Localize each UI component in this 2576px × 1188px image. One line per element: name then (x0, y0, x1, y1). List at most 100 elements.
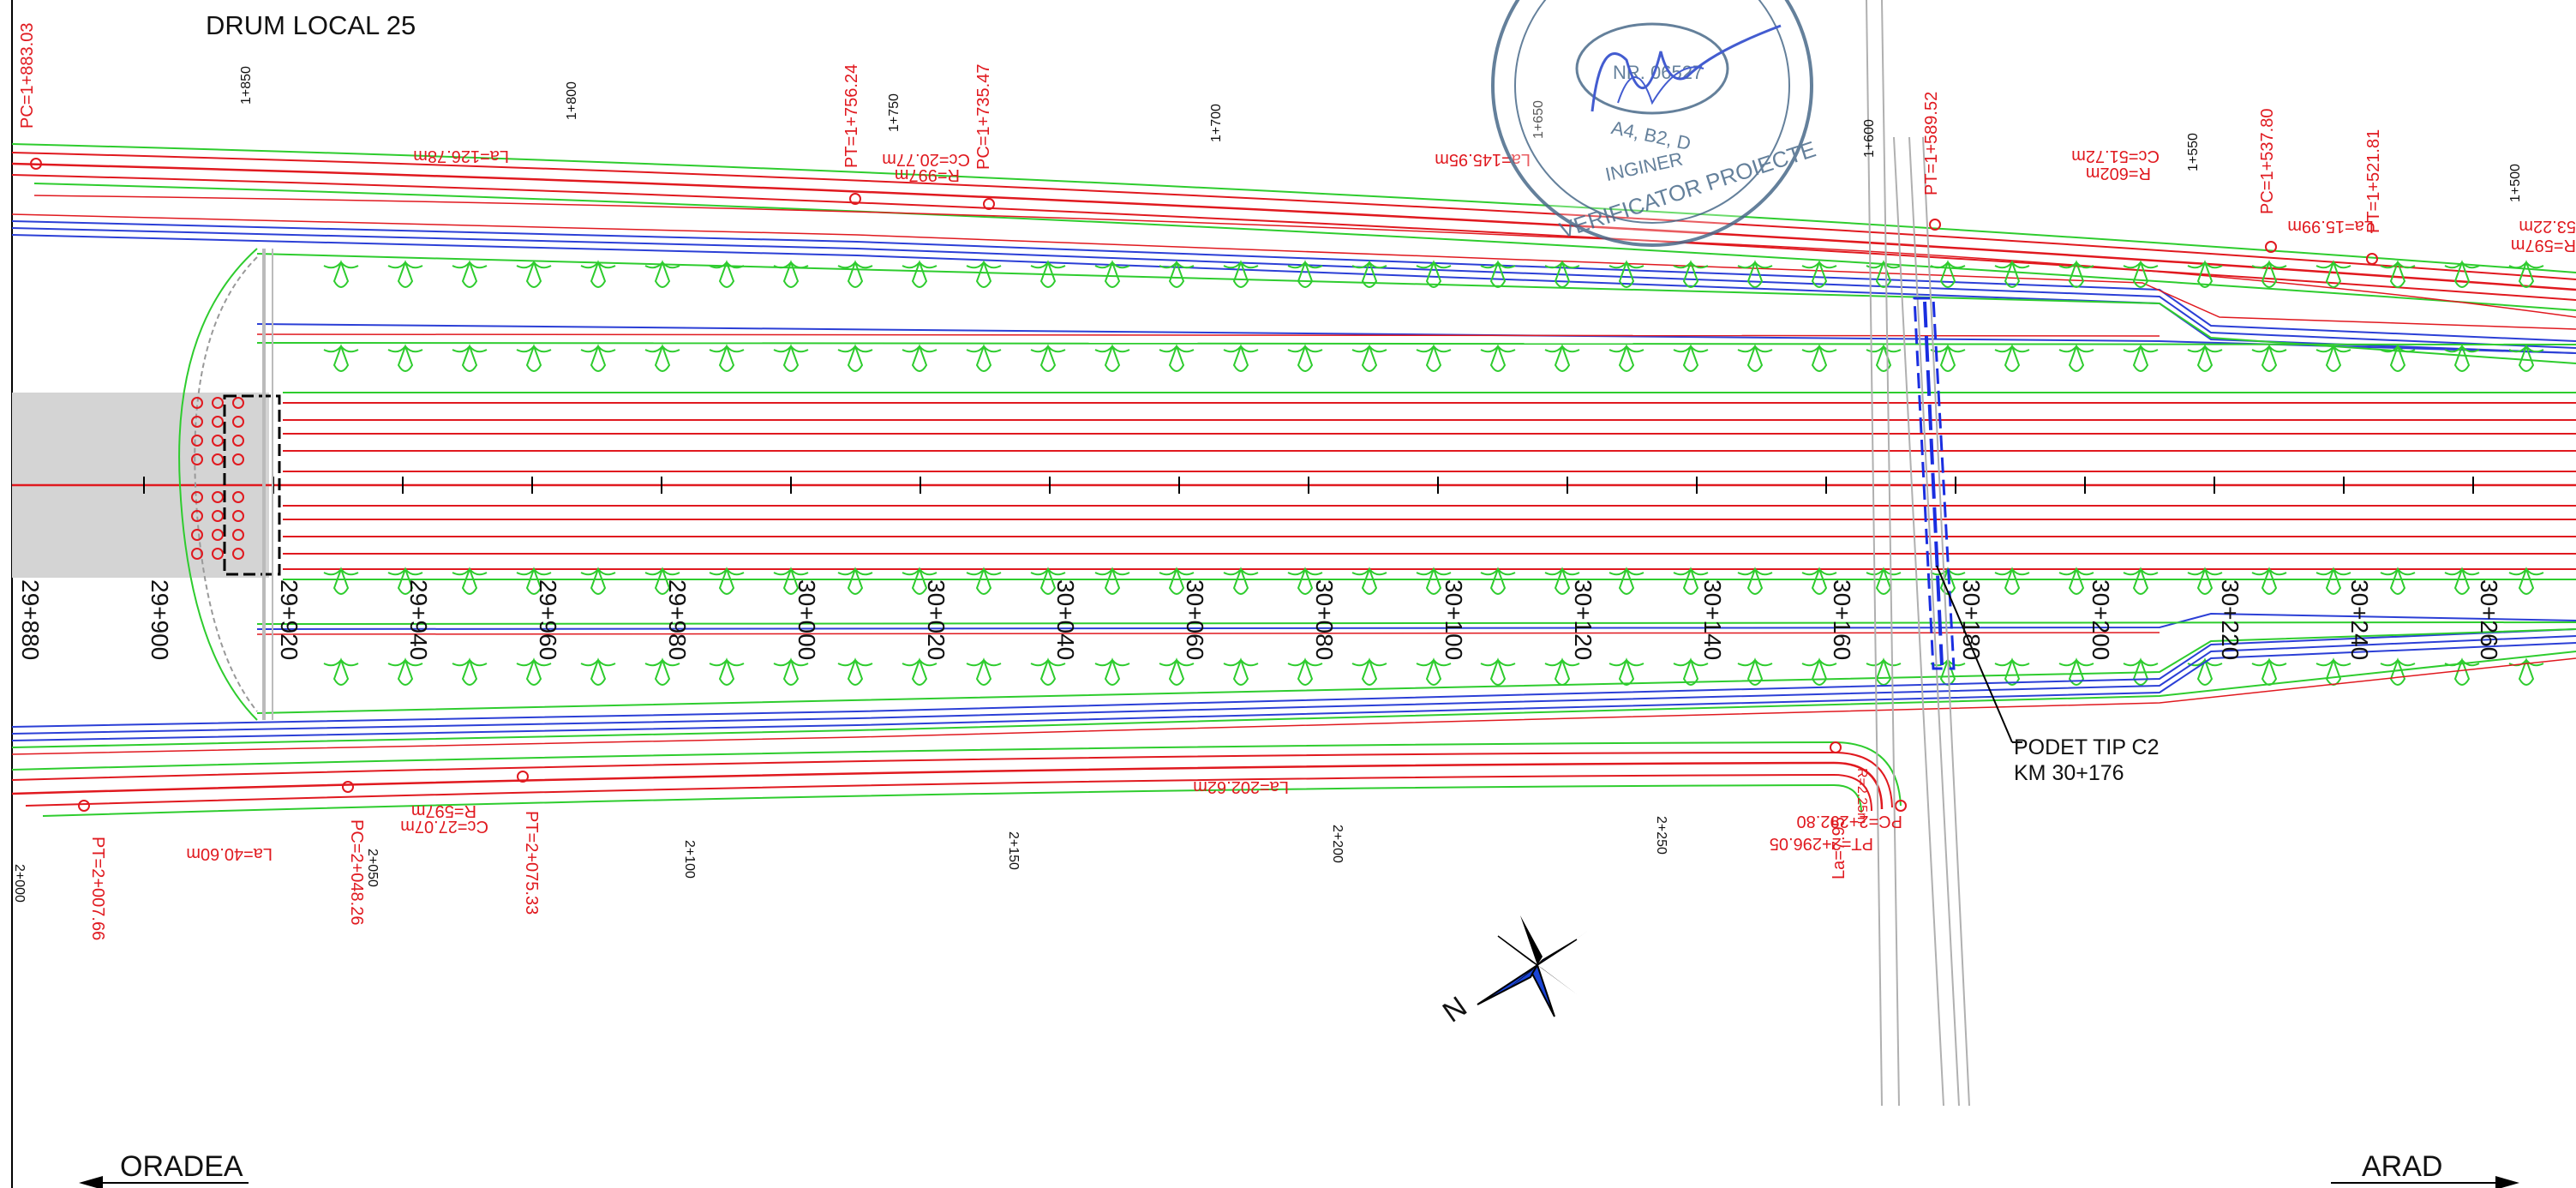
bottom-chainage-label: 2+250 (1654, 816, 1668, 855)
culvert-label-km: KM 30+176 (2014, 761, 2124, 785)
north-label: N (1437, 990, 1473, 1029)
tree-symbol (516, 657, 552, 686)
tree-symbol (1416, 657, 1452, 686)
main-chainage-label: 30+240 (2346, 579, 2373, 660)
tree-symbol (966, 344, 1002, 372)
tree-symbol (1866, 260, 1902, 288)
main-chainage-label: 29+980 (664, 579, 691, 660)
bottom-road-chainage: 2+000 2+050 2+100 2+150 2+200 2+250 (12, 816, 1668, 903)
tree-symbol (837, 567, 873, 595)
tree-symbol (2187, 567, 2223, 595)
tree-symbol (387, 344, 423, 372)
curve-label: La=40.60m (186, 844, 273, 863)
top-chainage-label: 1+500 (2508, 164, 2523, 202)
curve-label: PT=2+296.05 (1770, 834, 1873, 853)
tree-row-bottom-2 (323, 657, 2544, 686)
tree-symbol (1994, 657, 2030, 686)
pile-symbol (212, 529, 224, 541)
main-chainage-label: 30+160 (1829, 579, 1855, 660)
curve-label: PT=1+589.52 (1922, 92, 1941, 195)
tree-symbol (1159, 344, 1195, 372)
top-chainage-label: 1+800 (565, 81, 579, 120)
tree-symbol (1673, 344, 1709, 372)
curve-label: PC=1+883.03 (18, 23, 37, 129)
tree-symbol (709, 344, 745, 372)
tree-symbol (1480, 657, 1516, 686)
curve-label: R=2.25m (1854, 768, 1869, 824)
pile-symbol (212, 548, 224, 560)
tree-symbol (1094, 657, 1130, 686)
bottom-chainage-label: 2+200 (1330, 825, 1345, 863)
tree-symbol (323, 344, 359, 372)
curve-label: PT=1+521.81 (2364, 129, 2383, 233)
tree-symbol (2123, 260, 2159, 288)
tree-symbol (1673, 567, 1709, 595)
tree-symbol (1351, 657, 1387, 686)
tree-symbol (2508, 260, 2544, 288)
main-chainage-label: 29+960 (535, 579, 561, 660)
tree-symbol (709, 567, 745, 595)
direction-left-label: ORADEA (120, 1150, 243, 1183)
bottom-ditch (11, 612, 2576, 741)
main-chainage-label: 30+000 (794, 579, 820, 660)
curve-label: La=7.95 (1830, 817, 1848, 879)
top-road-chainage: 1+850 1+800 1+750 1+700 1+650 1+600 1+55… (239, 66, 2523, 202)
pile-symbol (191, 453, 203, 465)
tree-symbol (1287, 260, 1323, 288)
tree-row-top-2 (323, 344, 2544, 372)
tree-row-bottom-1 (323, 567, 2544, 595)
tree-symbol (902, 344, 938, 372)
tree-symbol (1223, 344, 1259, 372)
curve-label: PT=1+756.24 (842, 64, 861, 168)
main-chainage-label: 29+940 (405, 579, 432, 660)
tree-symbol (1544, 344, 1580, 372)
tree-symbol (580, 260, 616, 288)
main-chainage-label: 30+220 (2217, 579, 2244, 660)
tree-symbol (1351, 344, 1387, 372)
tree-symbol (1544, 260, 1580, 288)
tree-symbol (2380, 567, 2416, 595)
tree-symbol (2187, 657, 2223, 686)
pile-symbol (232, 435, 244, 447)
pile-symbol (232, 491, 244, 503)
tree-symbol (2251, 567, 2287, 595)
curve-label: Cc=20.77m (882, 150, 970, 169)
signature (1591, 24, 1782, 112)
tree-symbol (1351, 260, 1387, 288)
tree-symbol (1737, 260, 1773, 288)
tree-symbol (1930, 260, 1966, 288)
tree-symbol (1737, 567, 1773, 595)
tree-symbol (2444, 344, 2480, 372)
main-chainage-label: 30+040 (1052, 579, 1079, 660)
tree-symbol (1673, 260, 1709, 288)
tree-symbol (452, 260, 488, 288)
bottom-road-labels: PT=2+007.66 La=40.60m PC=2+048.26 Cc=27.… (88, 768, 1902, 940)
curve-label: Cc=51.72m (2071, 147, 2160, 165)
tree-symbol (580, 657, 616, 686)
top-chainage-label: 1+750 (887, 93, 902, 132)
tree-symbol (1609, 344, 1644, 372)
tree-symbol (1866, 567, 1902, 595)
tree-symbol (644, 657, 680, 686)
tree-symbol (1609, 657, 1644, 686)
pile-symbol (212, 491, 224, 503)
tree-symbol (516, 567, 552, 595)
tree-symbol (966, 260, 1002, 288)
curve-label: PC=1+537.80 (2258, 109, 2277, 214)
tree-symbol (2444, 567, 2480, 595)
curve-label: 53.22m (2519, 217, 2576, 236)
pile-symbol (191, 416, 203, 428)
curve-label: La=202.62m (1193, 777, 1289, 796)
curve-label: La=145.95m (1435, 150, 1531, 169)
curve-label: R=597m (2511, 236, 2576, 255)
pile-symbol (191, 491, 203, 503)
tree-symbol (2444, 260, 2480, 288)
tree-symbol (709, 657, 745, 686)
curve-label: PT=2+075.33 (522, 811, 541, 915)
pile-symbol (191, 397, 203, 409)
tree-symbol (773, 344, 809, 372)
top-chainage-label: 1+650 (1531, 100, 1546, 139)
tree-symbol (323, 657, 359, 686)
pile-symbol (212, 416, 224, 428)
